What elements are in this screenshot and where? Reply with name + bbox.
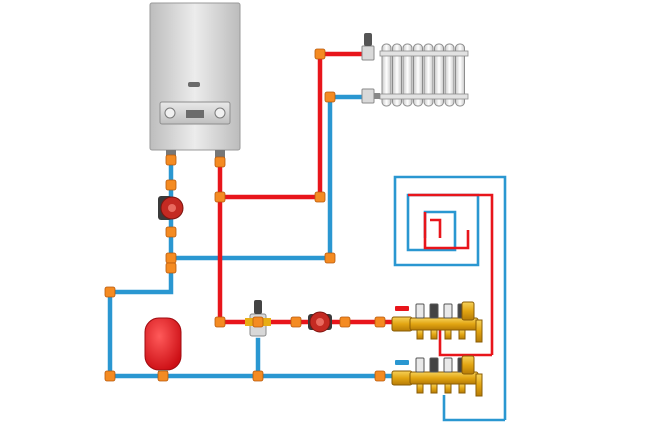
pipe-fitting bbox=[165, 262, 177, 274]
pipe-fitting bbox=[252, 316, 264, 328]
return-manifold-outlet-tail bbox=[444, 383, 452, 394]
supply-manifold-ball-valve bbox=[391, 316, 413, 332]
pipe-fitting bbox=[104, 370, 116, 382]
radiator-section bbox=[381, 43, 392, 107]
pipe-fitting bbox=[214, 191, 226, 203]
supply-manifold-valve-handle bbox=[395, 306, 409, 311]
circulation-pump-floor-circuit bbox=[308, 311, 332, 333]
radiator-section bbox=[455, 43, 465, 107]
return-manifold-valve-handle bbox=[395, 360, 409, 365]
supply-manifold-outlet-cap bbox=[415, 303, 425, 319]
floor-loop-supply-inner bbox=[430, 218, 442, 238]
return-manifold-outlet-tail bbox=[416, 383, 424, 394]
return-manifold-outlet-cap bbox=[415, 357, 425, 373]
circulation-pump-boiler-circuit bbox=[158, 196, 184, 220]
pipe-fitting bbox=[252, 370, 264, 382]
radiator-section bbox=[392, 43, 402, 107]
return-manifold-end-cap bbox=[475, 373, 483, 397]
boiler-display bbox=[186, 110, 204, 118]
wall-mounted-gas-boiler bbox=[149, 2, 241, 160]
pipe-fitting bbox=[374, 370, 386, 382]
radiator-valve-bottom bbox=[361, 88, 380, 104]
pipe-fitting bbox=[214, 156, 226, 168]
supply-manifold-outlet-tail bbox=[416, 329, 424, 340]
pipe-fitting bbox=[165, 252, 177, 264]
pipe-fittings bbox=[104, 48, 386, 382]
return-manifold-outlet-cap bbox=[429, 357, 439, 373]
supply-manifold bbox=[391, 301, 483, 343]
return-manifold-ball-valve bbox=[391, 370, 413, 386]
floor-loop-supply-spiral bbox=[408, 193, 494, 355]
radiator-section bbox=[402, 43, 413, 107]
floor-loop-supply-return-spiral bbox=[423, 212, 470, 250]
radiator-top-header bbox=[379, 50, 469, 57]
boiler-body bbox=[149, 2, 241, 151]
pipe-fitting bbox=[157, 370, 169, 382]
expansion-vessel bbox=[144, 317, 182, 376]
supply-manifold-outlet-tail bbox=[444, 329, 452, 340]
pipe-fitting bbox=[214, 316, 226, 328]
pipe-fitting bbox=[324, 252, 336, 264]
pipe-fitting bbox=[165, 179, 177, 191]
pipe-fitting bbox=[314, 48, 326, 60]
return-manifold-outlet-tail bbox=[430, 383, 438, 394]
supply-manifold-air-vent bbox=[461, 301, 475, 321]
pipe-fitting bbox=[339, 316, 351, 328]
return-manifold-outlet-cap bbox=[443, 357, 453, 373]
radiator-section bbox=[444, 43, 455, 107]
boiler-outlet-fitting-right bbox=[215, 150, 225, 160]
boiler-left-knob bbox=[164, 107, 176, 119]
radiator-section bbox=[423, 43, 434, 107]
radiator-section bbox=[413, 43, 423, 107]
radiator-bottom-header bbox=[379, 93, 469, 100]
return-pipe-left-branch bbox=[107, 265, 174, 379]
pipe-fitting bbox=[165, 226, 177, 238]
return-manifold-outlet-tail bbox=[458, 383, 466, 394]
pipe-fitting bbox=[324, 91, 336, 103]
pipe-fitting bbox=[290, 316, 302, 328]
panel-radiator bbox=[379, 43, 469, 107]
supply-manifold-end-cap bbox=[475, 319, 483, 343]
floor-loop-manifold-return-link bbox=[442, 395, 505, 422]
pipe-fitting bbox=[104, 286, 116, 298]
pipe-fitting bbox=[314, 191, 326, 203]
radiator-valve-top bbox=[361, 33, 375, 61]
radiator-section bbox=[434, 43, 444, 107]
pipe-fitting bbox=[165, 154, 177, 166]
supply-manifold-outlet-tail bbox=[430, 329, 438, 340]
return-manifold-air-vent bbox=[461, 355, 475, 375]
supply-manifold-outlet-cap bbox=[443, 303, 453, 319]
supply-manifold-outlet-cap bbox=[429, 303, 439, 319]
boiler-right-knob bbox=[214, 107, 226, 119]
underfloor-heating-loop bbox=[393, 175, 507, 422]
floor-loop-manifold-supply-link bbox=[438, 330, 492, 357]
boiler-flame-window bbox=[188, 82, 200, 87]
supply-manifold-outlet-tail bbox=[458, 329, 466, 340]
pipe-fitting bbox=[374, 316, 386, 328]
return-manifold bbox=[391, 355, 483, 397]
